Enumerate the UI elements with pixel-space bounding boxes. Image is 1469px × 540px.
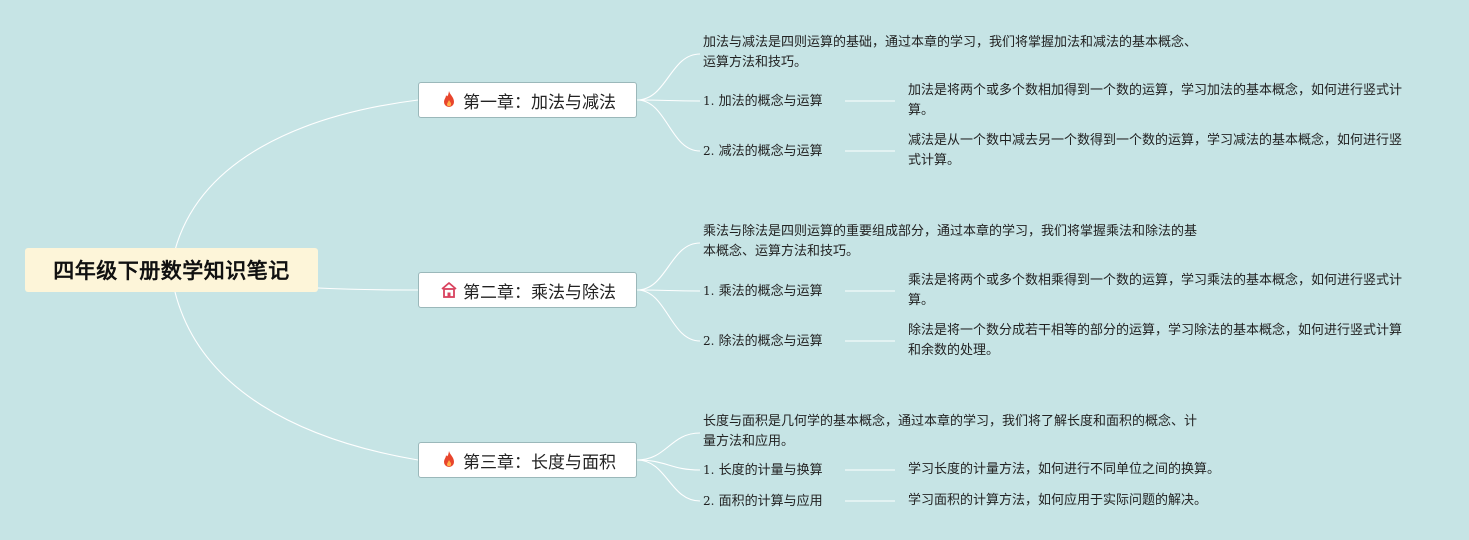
root-topic[interactable]: 四年级下册数学知识笔记 xyxy=(25,248,318,292)
section-label[interactable]: 2. 减法的概念与运算 xyxy=(703,144,823,159)
connector-chapter-3-section-2 xyxy=(636,459,701,502)
connector-root-chapter-2 xyxy=(317,287,419,291)
connector-chapter-1-intro xyxy=(636,53,701,101)
root-title: 四年级下册数学知识笔记 xyxy=(53,259,290,283)
section-label[interactable]: 2. 面积的计算与应用 xyxy=(703,494,823,509)
chapter-title: 第二章：乘法与除法 xyxy=(463,282,616,303)
house-icon xyxy=(439,280,459,300)
chapter-node-1[interactable]: 第一章：加法与减法 xyxy=(418,82,637,118)
connector-chapter-3-section-1 xyxy=(636,459,701,471)
chapter-intro[interactable]: 长度与面积是几何学的基本概念，通过本章的学习，我们将了解长度和面积的概念、计量方… xyxy=(703,414,1198,449)
connector-chapter-2-intro xyxy=(636,242,701,291)
section-detail[interactable]: 学习长度的计量方法，如何进行不同单位之间的换算。 xyxy=(908,462,1221,477)
section-detail[interactable]: 学习面积的计算方法，如何应用于实际问题的解决。 xyxy=(908,493,1208,508)
section-label[interactable]: 2. 除法的概念与运算 xyxy=(703,334,823,349)
chapter-intro[interactable]: 加法与减法是四则运算的基础，通过本章的学习，我们将掌握加法和减法的基本概念、运算… xyxy=(703,35,1198,70)
connector-root-chapter-3 xyxy=(174,291,419,461)
section-detail[interactable]: 除法是将一个数分成若干相等的部分的运算，学习除法的基本概念，如何进行竖式计算和余… xyxy=(908,323,1403,358)
fire-icon xyxy=(439,450,459,470)
chapter-title: 第三章：长度与面积 xyxy=(463,452,616,473)
chapter-intro[interactable]: 乘法与除法是四则运算的重要组成部分，通过本章的学习，我们将掌握乘法和除法的基本概… xyxy=(703,224,1198,259)
connector-root-chapter-1 xyxy=(174,99,419,251)
section-label[interactable]: 1. 乘法的概念与运算 xyxy=(703,284,823,299)
chapter-node-3[interactable]: 第三章：长度与面积 xyxy=(418,442,637,478)
connector-chapter-2-section-2 xyxy=(636,289,701,342)
section-detail[interactable]: 减法是从一个数中减去另一个数得到一个数的运算，学习减法的基本概念，如何进行竖式计… xyxy=(908,133,1403,168)
connector-chapter-2-section-1 xyxy=(636,289,701,292)
fire-icon xyxy=(439,90,459,110)
section-detail[interactable]: 乘法是将两个或多个数相乘得到一个数的运算，学习乘法的基本概念，如何进行竖式计算。 xyxy=(908,273,1403,308)
connector-chapter-1-section-1 xyxy=(636,99,701,102)
section-label[interactable]: 1. 加法的概念与运算 xyxy=(703,94,823,109)
connector-chapter-1-section-2 xyxy=(636,99,701,152)
connector-chapter-3-intro xyxy=(636,432,701,461)
chapter-node-2[interactable]: 第二章：乘法与除法 xyxy=(418,272,637,308)
section-detail[interactable]: 加法是将两个或多个数相加得到一个数的运算，学习加法的基本概念，如何进行竖式计算。 xyxy=(908,83,1403,118)
section-label[interactable]: 1. 长度的计量与换算 xyxy=(703,463,823,478)
chapter-title: 第一章：加法与减法 xyxy=(463,92,616,113)
